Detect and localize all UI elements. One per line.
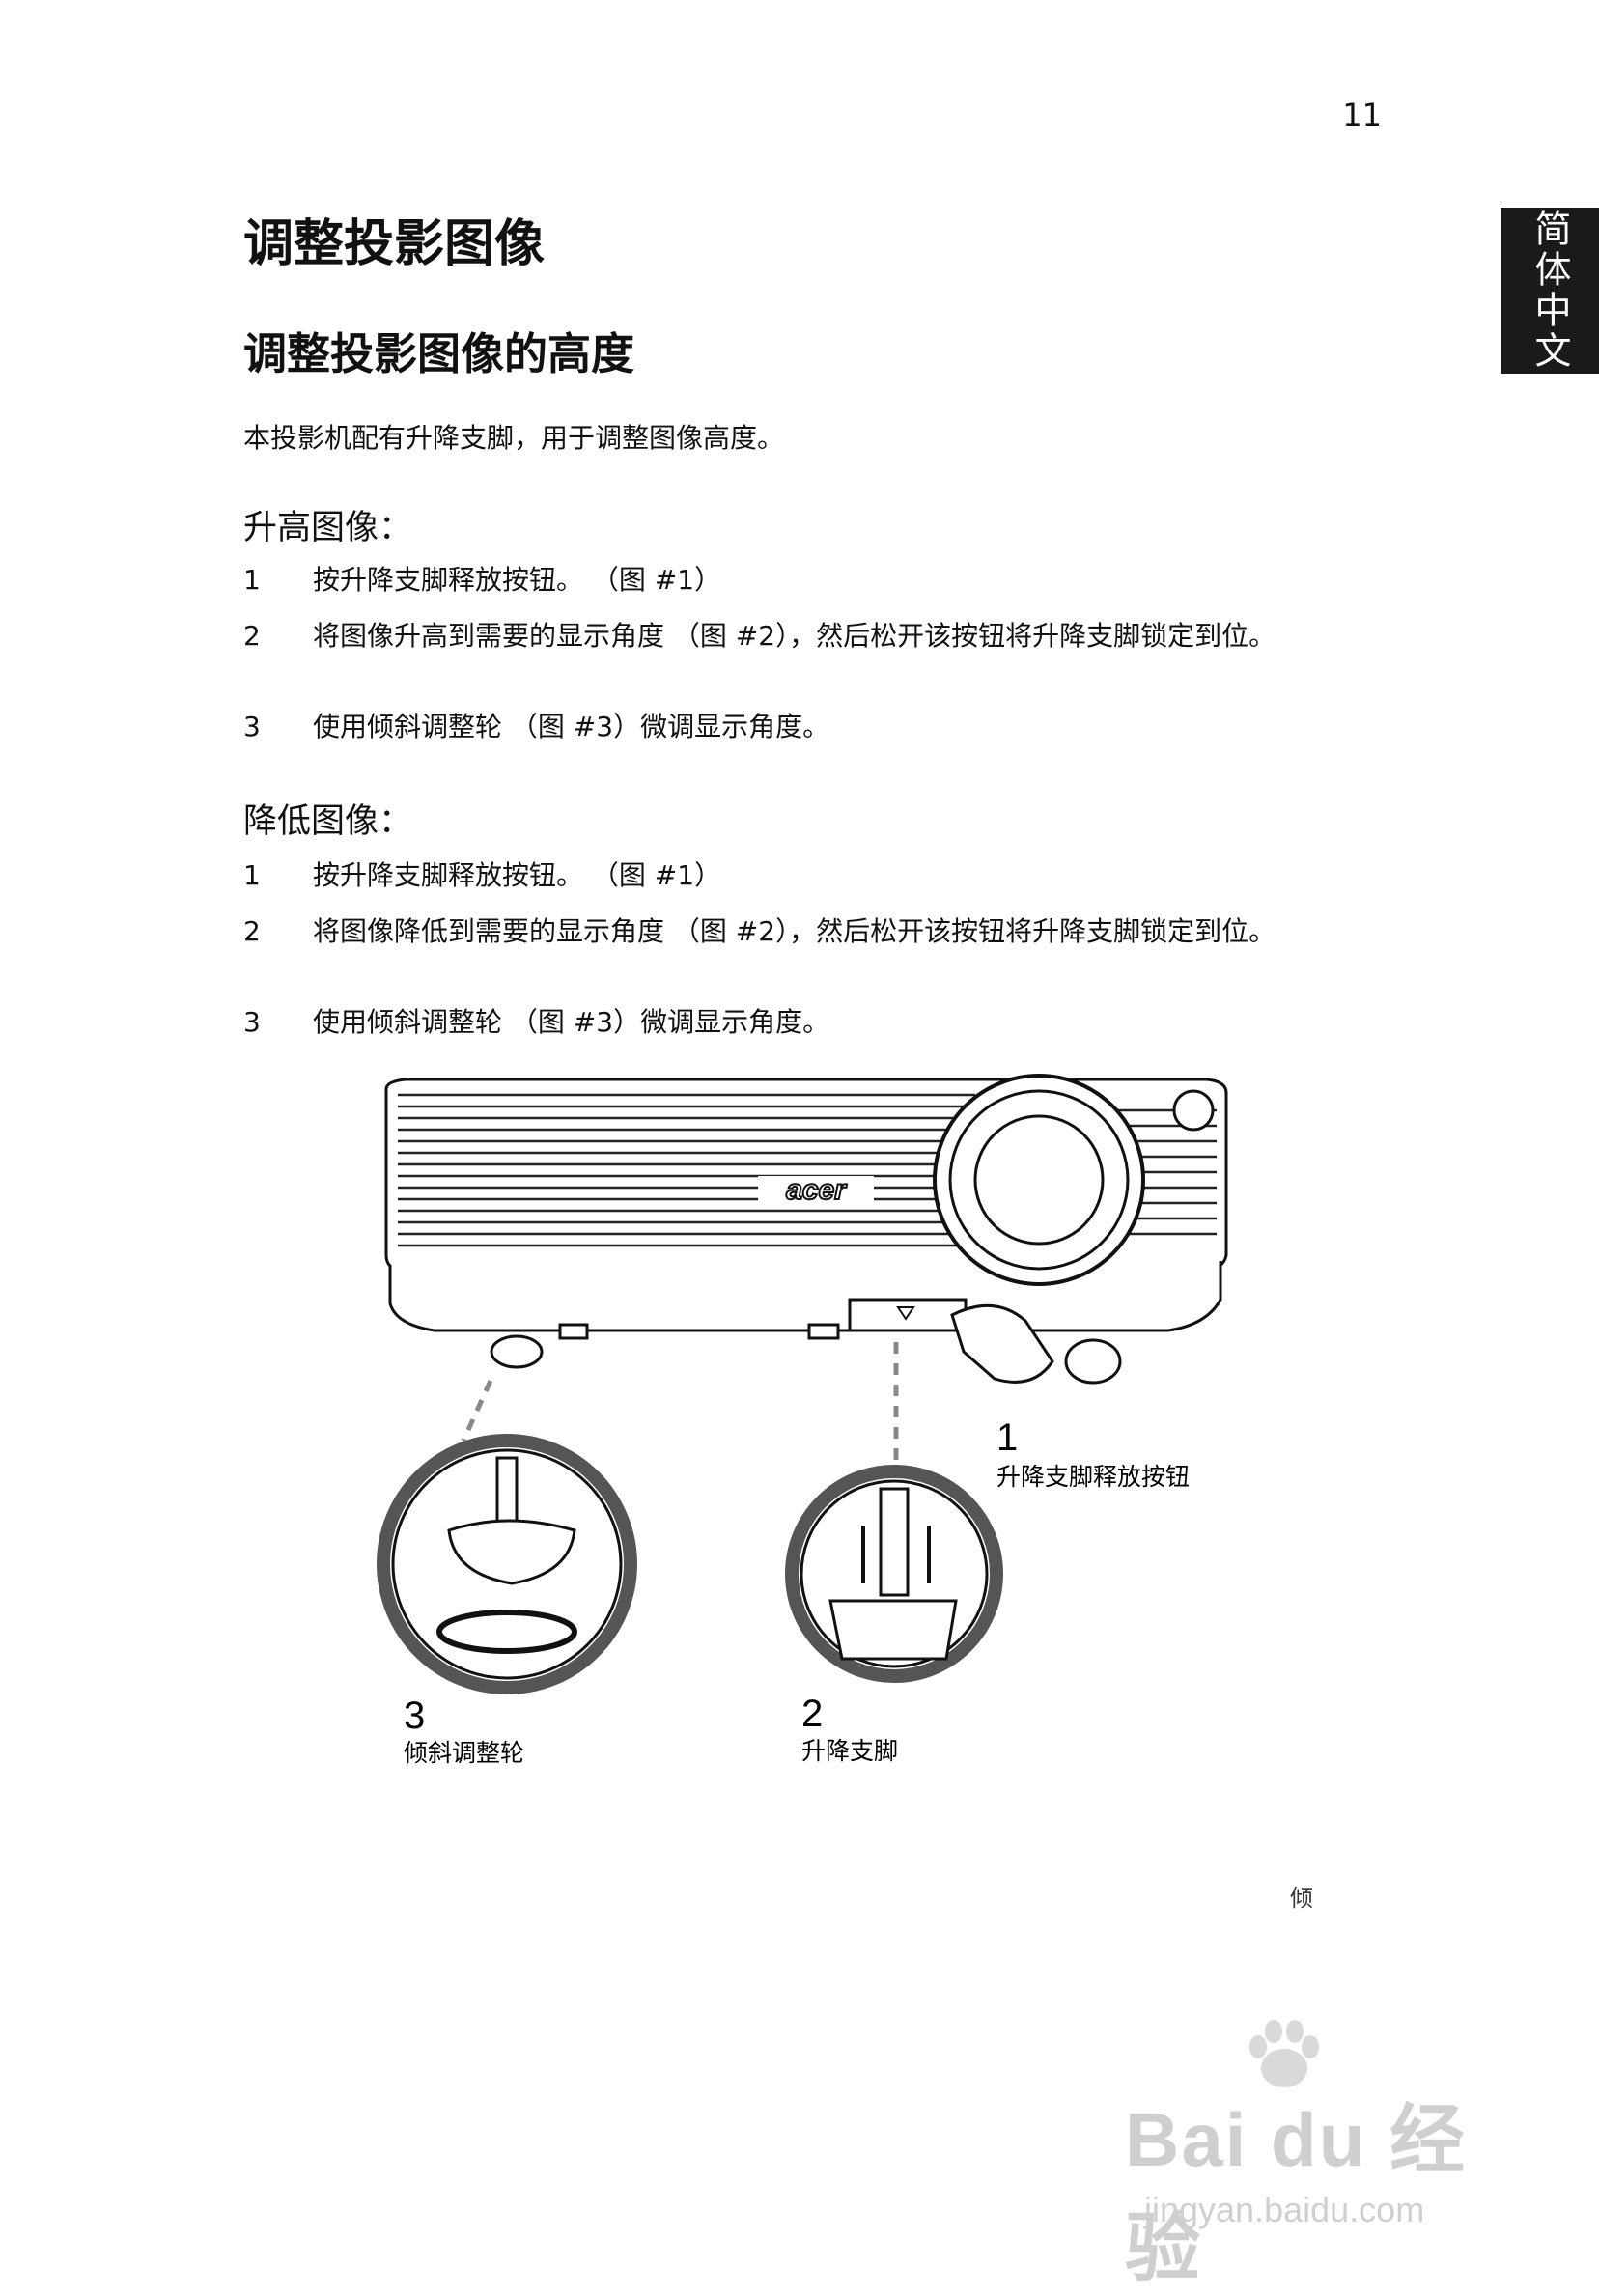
step-text: 将图像降低到需要的显示角度 （图 #2），然后松开该按钮将升降支脚锁定到位。 (313, 915, 1276, 947)
callout-number: 2 (801, 1693, 823, 1735)
lower-step: 1 按升降支脚释放按钮。 （图 #1） (243, 857, 1363, 894)
callout-label: 升降支脚释放按钮 (996, 1463, 1190, 1491)
step-number: 1 (243, 564, 261, 596)
stray-character: 倾 (1290, 1885, 1313, 1912)
projector-illustration: acer 1 升降支脚释放按钮 2 升降支脚 3 倾斜调整轮 (377, 1074, 1228, 1767)
lens (933, 1074, 1215, 1286)
step-text: 将图像升高到需要的显示角度 （图 #2），然后松开该按钮将升降支脚锁定到位。 (313, 620, 1276, 652)
watermark: Bai du 经验 jingyan.baidu.com (1125, 2018, 1511, 2290)
brand-logo: acer (786, 1174, 848, 1206)
vent-grille (398, 1093, 1217, 1247)
tilt-wheel-detail (377, 1434, 637, 1694)
lower-step: 2 将图像降低到需要的显示角度 （图 #2），然后松开该按钮将升降支脚锁定到位。 (243, 913, 1363, 950)
page-number: 11 (1342, 97, 1382, 133)
step-text: 使用倾斜调整轮 （图 #3）微调显示角度。 (313, 1006, 830, 1038)
step-number: 1 (243, 859, 261, 891)
callout-label: 倾斜调整轮 (404, 1739, 524, 1767)
raise-step: 1 按升降支脚释放按钮。 （图 #1） (243, 562, 1363, 599)
step-number: 2 (243, 620, 261, 652)
callout-label: 升降支脚 (801, 1737, 898, 1765)
step-number: 3 (243, 711, 261, 742)
raise-heading: 升高图像： (243, 509, 413, 547)
watermark-url: jingyan.baidu.com (1144, 2190, 1425, 2229)
lower-step: 3 使用倾斜调整轮 （图 #3）微调显示角度。 (243, 1004, 1363, 1041)
paw-icon (1249, 2020, 1319, 2087)
raise-step: 2 将图像升高到需要的显示角度 （图 #2），然后松开该按钮将升降支脚锁定到位。 (243, 618, 1363, 655)
intro-paragraph: 本投影机配有升降支脚，用于调整图像高度。 (243, 422, 785, 454)
watermark-logo: Bai du 经验 (1125, 2097, 1468, 2290)
step-number: 2 (243, 915, 261, 947)
lower-heading: 降低图像： (243, 802, 413, 841)
step-text: 使用倾斜调整轮 （图 #3）微调显示角度。 (313, 711, 830, 742)
callout-number: 1 (996, 1416, 1018, 1459)
release-button (848, 1298, 1054, 1384)
step-text: 按升降支脚释放按钮。 （图 #1） (313, 859, 722, 891)
step-text: 按升降支脚释放按钮。 （图 #1） (313, 564, 722, 596)
section-title: 调整投影图像的高度 (243, 328, 635, 379)
step-number: 3 (243, 1006, 261, 1038)
language-tab: 简体中文 (1501, 208, 1599, 374)
elevator-foot-detail (785, 1465, 1003, 1683)
page-title: 调整投影图像 (243, 215, 546, 273)
callout-number: 3 (404, 1694, 425, 1737)
projector-feet (490, 1323, 1122, 1385)
raise-step: 3 使用倾斜调整轮 （图 #3）微调显示角度。 (243, 709, 1363, 745)
